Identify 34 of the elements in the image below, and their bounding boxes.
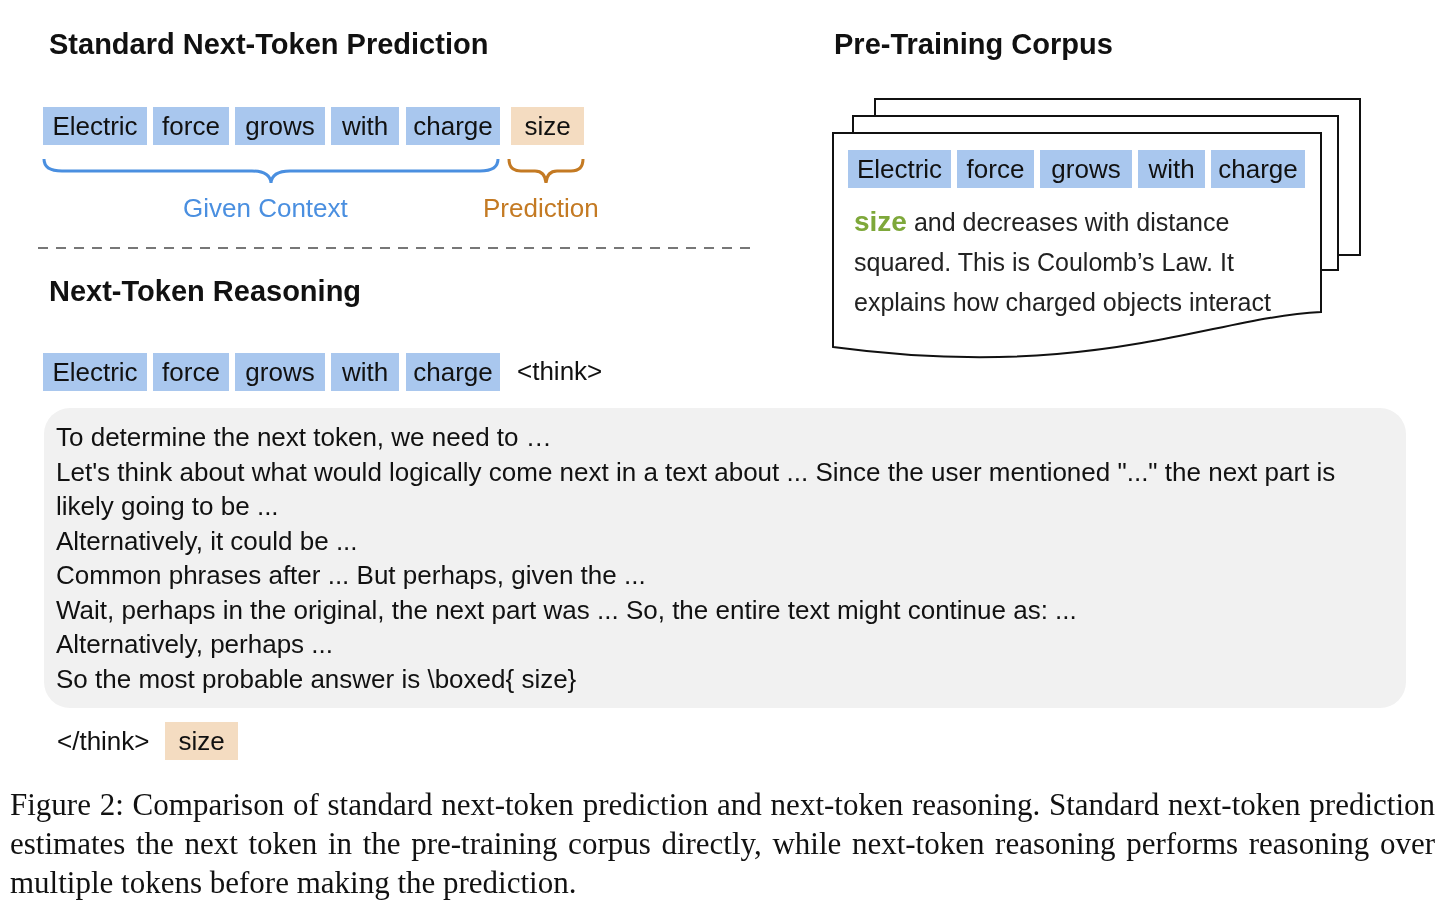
- reasoning-line: Alternatively, perhaps ...: [56, 628, 334, 661]
- reasoning-line: Common phrases after ... But perhaps, given the ...: [56, 559, 647, 592]
- word-token: Electric: [43, 353, 147, 391]
- word-token: grows: [235, 107, 325, 145]
- section-heading: Standard Next-Token Prediction: [49, 28, 489, 61]
- word-token: Electric: [848, 150, 951, 188]
- word-token: with: [1138, 150, 1205, 188]
- word-token: with: [331, 353, 399, 391]
- figure-caption: Figure 2: Comparison of standard next-token prediction and next-token reasoning. Standard next-token prediction estimates the next token in the pre-training corpus directly, while next-token reasoning performs reasoning over multiple tokens before making the prediction.: [10, 786, 1435, 902]
- word-token: charge: [406, 353, 500, 391]
- think-tag: </think>: [57, 726, 150, 757]
- word-token: Electric: [43, 107, 147, 145]
- context-label: Given Context: [183, 193, 348, 224]
- reasoning-line: Alternatively, it could be ...: [56, 524, 359, 558]
- reasoning-line: To determine the next token, we need to …: [56, 421, 553, 454]
- reasoning-line: So the most probable answer is \boxed{ size}: [56, 662, 578, 696]
- word-token: force: [153, 107, 229, 145]
- word-token: charge: [406, 107, 500, 145]
- think-tag: <think>: [517, 356, 603, 387]
- document-page: [832, 132, 1322, 360]
- reasoning-line: Wait, perhaps in the original, the next part was ... So, the entire text might continue as: ...: [56, 593, 1078, 627]
- section-heading: Next-Token Reasoning: [49, 275, 362, 308]
- section-heading: Pre-Training Corpus: [834, 28, 1113, 61]
- paragraph-text: size and decreases with distance squared. This is Coulomb’s Law. It explains how charged objects interact: [854, 205, 1272, 318]
- word-token: grows: [1040, 150, 1132, 188]
- word-token: size: [165, 722, 238, 760]
- word-token: size: [511, 107, 584, 145]
- word-token: grows: [235, 353, 325, 391]
- reasoning-line: Let's think about what would logically come next in a text about ... Since the user mentioned "..." the next part is likely going to be ...: [56, 455, 1337, 523]
- prediction-label: Prediction: [483, 193, 599, 224]
- word-token: charge: [1211, 150, 1305, 188]
- word-token: force: [957, 150, 1034, 188]
- word-token: with: [331, 107, 399, 145]
- word-token: force: [153, 353, 229, 391]
